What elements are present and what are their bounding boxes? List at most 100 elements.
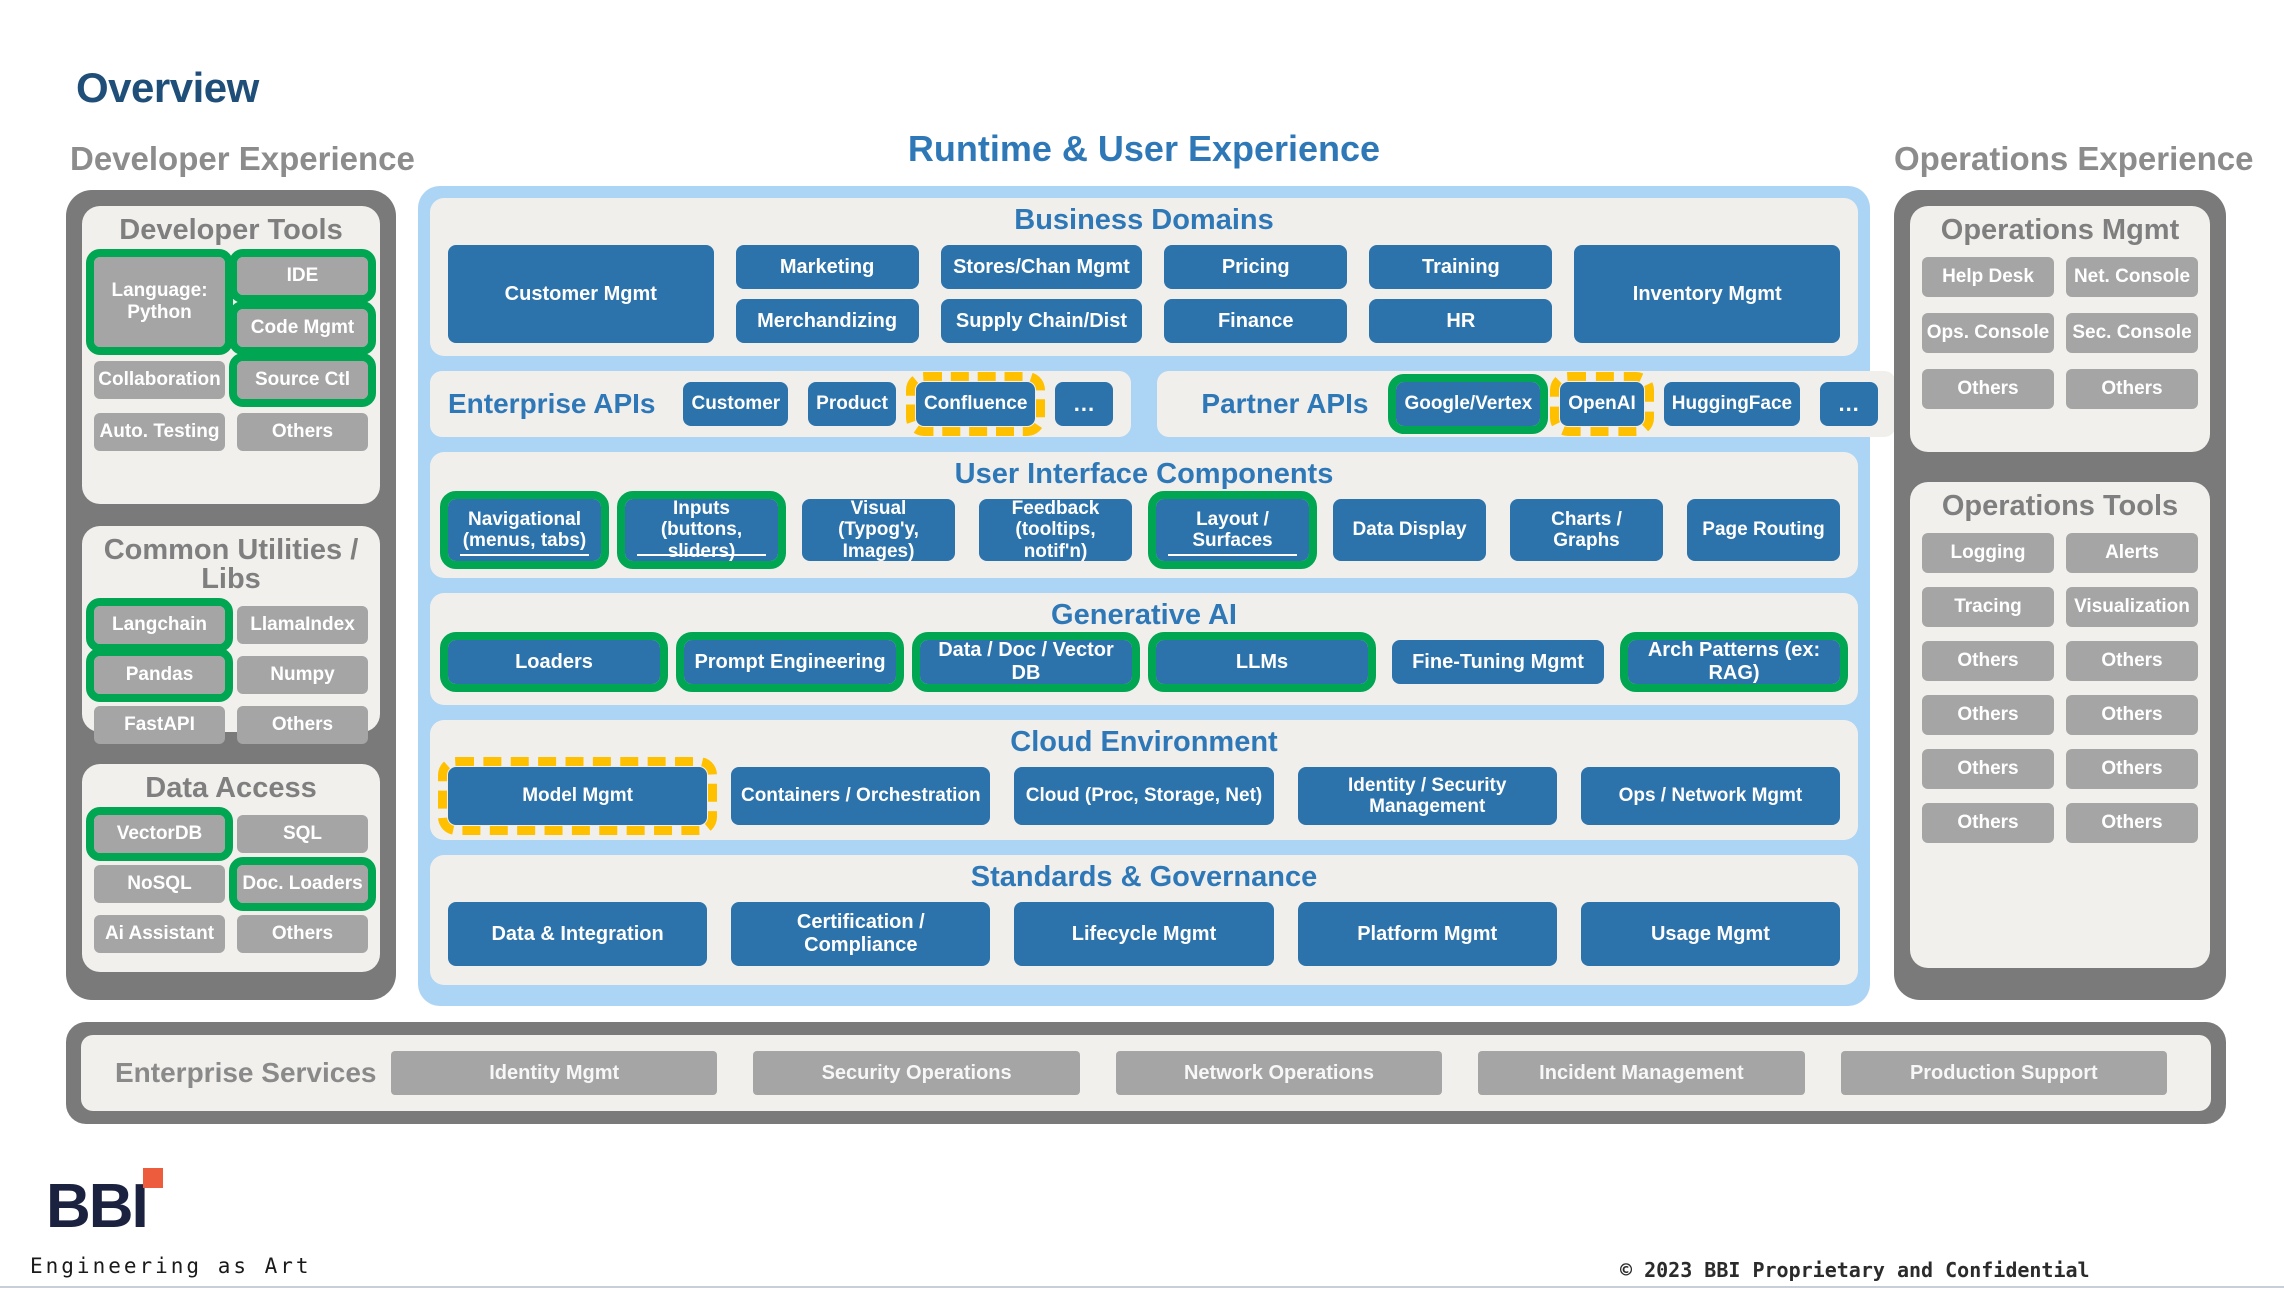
cell-ai-assistant: Ai Assistant [94, 915, 225, 953]
cell-sql: SQL [237, 815, 368, 853]
cloud-environment-title: Cloud Environment [1010, 726, 1278, 758]
standards-governance-row: Data & Integration Certification / Compl… [430, 894, 1858, 967]
cell-ops-console: Ops. Console [1922, 313, 2054, 353]
operations-mgmt-panel: Operations Mgmt Help Desk Net. Console O… [1910, 206, 2210, 452]
cell-others: Others [2066, 369, 2198, 409]
box-huggingface-api: HuggingFace [1663, 382, 1801, 426]
enterprise-services-bar: Enterprise Services Identity Mgmt Securi… [66, 1022, 2226, 1124]
enterprise-services-row: Identity Mgmt Security Operations Networ… [391, 1051, 2168, 1095]
cell-logging: Logging [1922, 533, 2054, 573]
runtime-user-experience-panel: Business Domains Customer Mgmt Marketing… [418, 186, 1897, 1006]
box-hr: HR [1369, 299, 1553, 344]
apis-row: Enterprise APIs Customer Product Conflue… [430, 371, 1897, 437]
cell-collaboration: Collaboration [94, 361, 225, 399]
cloud-environment-section: Cloud Environment Model Mgmt Containers … [430, 720, 1858, 840]
ui-components-title: User Interface Components [954, 458, 1334, 490]
cell-net-console: Net. Console [2066, 257, 2198, 297]
box-customer-mgmt: Customer Mgmt [448, 245, 714, 344]
box-merchandizing: Merchandizing [735, 299, 919, 344]
generative-ai-title: Generative AI [1051, 599, 1237, 631]
box-inventory-mgmt: Inventory Mgmt [1574, 245, 1840, 344]
box-fine-tuning-mgmt: Fine-Tuning Mgmt [1392, 640, 1604, 685]
business-domains-section: Business Domains Customer Mgmt Marketing… [430, 198, 1858, 356]
cell-others: Others [1922, 369, 2054, 409]
box-page-routing: Page Routing [1687, 499, 1840, 562]
box-network-operations: Network Operations [1115, 1051, 1443, 1095]
box-usage-mgmt: Usage Mgmt [1580, 902, 1841, 967]
cell-source-ctl: Source Ctl [229, 353, 376, 407]
operations-tools-panel: Operations Tools Logging Alerts Tracing … [1910, 482, 2210, 968]
developer-experience-column: Developer Tools Language: Python IDE Cod… [66, 190, 396, 1000]
bbi-logo: BBI [46, 1168, 163, 1238]
cell-doc-loaders: Doc. Loaders [229, 857, 376, 911]
cell-visualization: Visualization [2066, 587, 2198, 627]
standards-governance-title: Standards & Governance [970, 861, 1318, 893]
box-inputs: Inputs (buttons, sliders) [617, 491, 786, 570]
partner-apis-panel: Partner APIs Google/Vertex OpenAI Huggin… [1157, 371, 1897, 437]
cell-vectordb: VectorDB [86, 807, 233, 861]
runtime-user-experience-header: Runtime & User Experience [907, 128, 1381, 169]
cell-language-python: Language: Python [86, 249, 233, 355]
box-supply-chain-dist: Supply Chain/Dist [940, 299, 1143, 344]
cell-nosql: NoSQL [94, 865, 225, 903]
logo-accent-square [142, 1168, 163, 1188]
box-layout-surfaces: Layout / Surfaces [1148, 491, 1317, 570]
box-incident-management: Incident Management [1478, 1051, 1805, 1095]
standards-governance-section: Standards & Governance Data & Integratio… [430, 855, 1858, 985]
box-navigational: Navigational (menus, tabs) [440, 491, 609, 570]
box-confluence-api: Confluence [905, 372, 1046, 436]
box-lifecycle-mgmt: Lifecycle Mgmt [1014, 902, 1274, 967]
ui-components-row: Navigational (menus, tabs) Inputs (butto… [430, 491, 1858, 570]
cell-llamaindex: LlamaIndex [237, 606, 368, 644]
box-stores-chan-mgmt: Stores/Chan Mgmt [940, 245, 1143, 290]
enterprise-services-inner: Enterprise Services Identity Mgmt Securi… [81, 1035, 2211, 1111]
cell-others: Others [237, 413, 368, 451]
cell-numpy: Numpy [237, 656, 368, 694]
box-prompt-engineering: Prompt Engineering [676, 632, 904, 693]
box-more-partner-apis: ... [1820, 382, 1879, 426]
data-access-title: Data Access [145, 772, 317, 804]
box-model-mgmt: Model Mgmt [437, 757, 718, 836]
cell-langchain: Langchain [86, 598, 233, 652]
common-utilities-grid: Langchain LlamaIndex Pandas Numpy FastAP… [82, 594, 380, 744]
enterprise-apis-panel: Enterprise APIs Customer Product Conflue… [430, 371, 1132, 437]
operations-mgmt-grid: Help Desk Net. Console Ops. Console Sec.… [1910, 245, 2210, 409]
bottom-divider [0, 1286, 2284, 1288]
generative-ai-row: Loaders Prompt Engineering Data / Doc / … [430, 632, 1858, 693]
cell-help-desk: Help Desk [1922, 257, 2054, 297]
box-certification-compliance: Certification / Compliance [731, 902, 991, 967]
box-training: Training [1369, 245, 1553, 290]
cell-fastapi: FastAPI [94, 706, 225, 744]
cell-others: Others [1922, 803, 2054, 843]
box-cloud-proc-storage-net: Cloud (Proc, Storage, Net) [1014, 767, 1274, 826]
box-finance: Finance [1164, 299, 1348, 344]
developer-experience-header: Developer Experience [70, 140, 415, 177]
box-data-doc-vector-db: Data / Doc / Vector DB [912, 632, 1140, 693]
partner-apis-label: Partner APIs [1201, 388, 1369, 419]
box-visual: Visual (Typog'y, Images) [802, 498, 955, 562]
operations-experience-header: Operations Experience [1894, 140, 2254, 177]
cell-others: Others [1922, 695, 2054, 735]
enterprise-services-label: Enterprise Services [115, 1057, 377, 1088]
box-data-integration: Data & Integration [448, 902, 708, 967]
operations-tools-title: Operations Tools [1941, 490, 2179, 522]
developer-tools-title: Developer Tools [119, 214, 343, 246]
box-loaders: Loaders [440, 632, 668, 693]
business-domains-title: Business Domains [1014, 204, 1274, 236]
cell-others: Others [1922, 641, 2054, 681]
cell-others: Others [237, 706, 368, 744]
box-containers-orchestration: Containers / Orchestration [731, 767, 991, 826]
box-identity-security-mgmt: Identity / Security Management [1297, 767, 1557, 826]
copyright-text: © 2023 BBI Proprietary and Confidential [1620, 1258, 2090, 1282]
box-ops-network-mgmt: Ops / Network Mgmt [1580, 767, 1841, 826]
operations-tools-grid: Logging Alerts Tracing Visualization Oth… [1910, 521, 2210, 843]
operations-experience-column: Operations Mgmt Help Desk Net. Console O… [1894, 190, 2226, 1000]
box-data-display: Data Display [1333, 499, 1486, 562]
box-feedback: Feedback (tooltips, notif'n) [979, 498, 1132, 562]
box-arch-patterns-rag: Arch Patterns (ex: RAG) [1620, 632, 1848, 693]
bbi-logo-text: BBI [46, 1172, 149, 1241]
cell-auto-testing: Auto. Testing [94, 413, 225, 451]
box-production-support: Production Support [1840, 1051, 2168, 1095]
cell-ide: IDE [229, 249, 376, 303]
